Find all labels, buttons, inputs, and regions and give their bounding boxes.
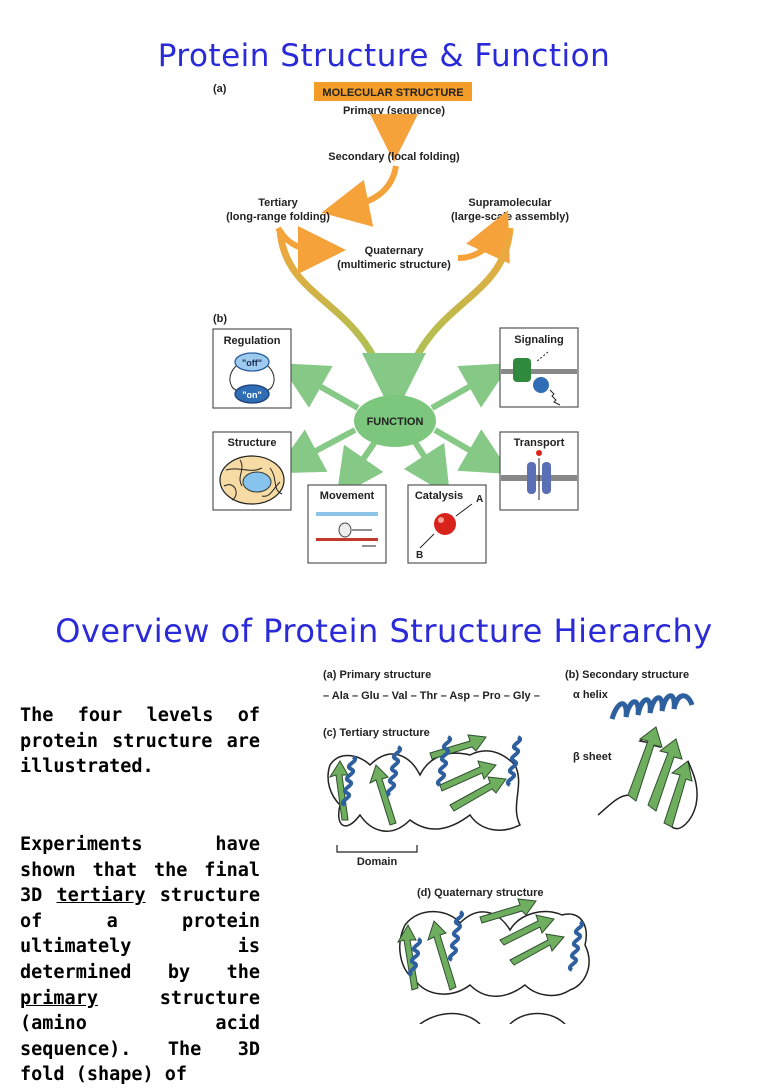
primary-label: Primary (sequence) (343, 105, 445, 117)
tertiary-underlined: tertiary (56, 885, 146, 907)
on-label: "on" (242, 390, 262, 400)
alpha-helix-label: α helix (573, 689, 609, 701)
arrow-quaternary-supramolecular (457, 210, 510, 264)
arrow-to-transport (433, 427, 511, 475)
filament-bottom (316, 538, 378, 541)
experiments-text-a: Experiments have shown that the final 3D (20, 834, 260, 907)
movement-label: Movement (320, 490, 375, 502)
quaternary-label-1: Quaternary (365, 245, 425, 257)
intro-paragraph: The four levels of protein structure are… (20, 705, 260, 778)
catalysis-b-label: B (416, 550, 423, 561)
channel-left-icon (527, 462, 536, 494)
structure-function-diagram: (a) MOLECULAR STRUCTURE Primary (sequenc… (212, 82, 579, 564)
domain-label: Domain (357, 856, 398, 868)
arrow-to-signaling (430, 363, 511, 411)
arrow-to-catalysis (403, 440, 451, 497)
supramolecular-label-2: (large-scale assembly) (451, 211, 569, 223)
motor-protein-icon (338, 522, 352, 538)
function-label: FUNCTION (367, 416, 424, 428)
tertiary-structure-label: (c) Tertiary structure (323, 727, 430, 739)
panel-b-label: (b) (213, 313, 227, 325)
on-state-icon (234, 384, 270, 404)
sequence-text: – Ala – Glu – Val – Thr – Asp – Pro – Gl… (323, 690, 540, 702)
slide1-title: Protein Structure & Function (157, 38, 611, 74)
arrow-to-movement (336, 440, 384, 498)
transport-label: Transport (514, 437, 565, 449)
signal-squiggle (549, 389, 561, 406)
secondary-label: Secondary (local folding) (328, 151, 460, 163)
quaternary-structure-icon (396, 898, 590, 1024)
quaternary-label-2: (multimeric structure) (337, 259, 451, 271)
catalysis-a-label: A (476, 494, 483, 505)
supramolecular-label-1: Supramolecular (468, 197, 552, 209)
experiments-paragraph: Experiments have shown that the final 3D… (20, 832, 260, 1088)
function-ellipse (354, 395, 436, 447)
beta-sheet-icon (597, 726, 698, 830)
primary-structure-label: (a) Primary structure (323, 669, 431, 681)
tertiary-label-2: (long-range folding) (226, 211, 330, 223)
arrow-secondary-tertiary (321, 165, 399, 227)
secondary-structure-label: (b) Secondary structure (565, 669, 689, 681)
domain-bracket (336, 845, 418, 853)
membrane-bar (501, 369, 577, 374)
filament-top (316, 512, 378, 516)
channel-right-icon (542, 462, 551, 494)
regulation-cycle-right (267, 365, 275, 391)
beta-sheet-label: β sheet (573, 751, 612, 763)
enzyme-icon (434, 513, 456, 535)
nucleus-icon (242, 471, 272, 493)
alpha-helix-icon (609, 693, 695, 720)
signal-arrow (535, 351, 549, 363)
panel-a-label: (a) (213, 83, 227, 95)
quaternary-structure-label: (d) Quaternary structure (417, 887, 544, 899)
experiments-text-b: structure of a protein ultimately is det… (20, 885, 260, 983)
arrow-to-regulation (279, 363, 360, 411)
off-label: "off" (242, 358, 262, 368)
signaling-label: Signaling (514, 334, 564, 346)
primary-underlined: primary (20, 987, 98, 1009)
tertiary-label-1: Tertiary (258, 197, 298, 209)
off-state-icon (234, 352, 270, 372)
catalysis-label: Catalysis (415, 490, 463, 502)
transported-molecule-icon (536, 450, 542, 456)
receptor-icon (513, 358, 531, 382)
molecular-structure-box (314, 82, 472, 101)
regulation-label: Regulation (224, 335, 281, 347)
arrow-to-structure (273, 427, 357, 474)
regulation-cycle-left (229, 365, 237, 391)
hierarchy-figure: (a) Primary structure – Ala – Glu – Val … (323, 669, 698, 1024)
structure-label: Structure (228, 437, 277, 449)
molecular-structure-label: MOLECULAR STRUCTURE (322, 87, 463, 99)
tertiary-structure-icon: Domain (327, 734, 522, 868)
slide2-title: Overview of Protein Structure Hierarchy (55, 612, 713, 650)
signal-ligand-icon (533, 377, 549, 393)
